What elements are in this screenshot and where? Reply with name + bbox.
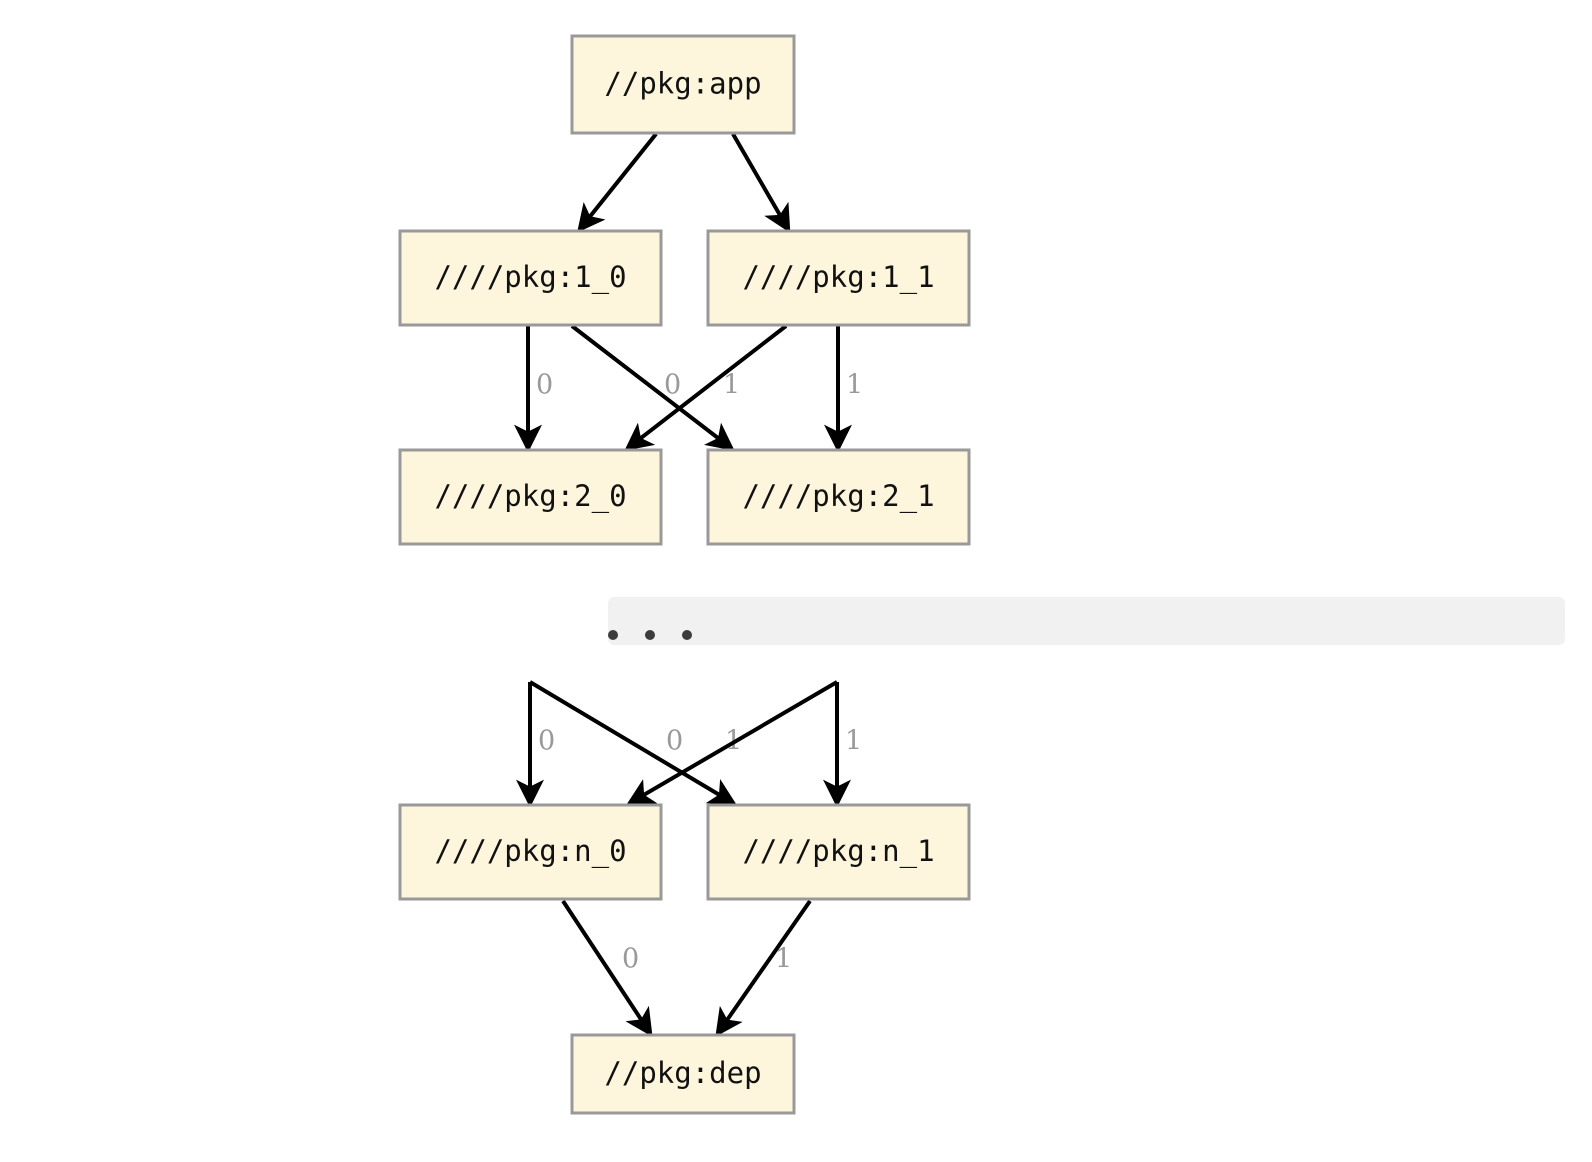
node-box[interactable] <box>398 229 663 327</box>
graph-edge <box>528 680 738 806</box>
edge-label: 0 <box>666 726 683 757</box>
node-box[interactable] <box>570 34 796 135</box>
node-label: ////pkg:2_0 <box>434 479 626 514</box>
node-box[interactable] <box>706 229 971 327</box>
graph-node-nn_1[interactable]: ////pkg:n_1 <box>706 803 971 901</box>
graph-edge <box>570 324 735 451</box>
node-label: ////pkg:n_1 <box>742 834 934 869</box>
edge-label: 0 <box>664 370 681 401</box>
node-box[interactable] <box>398 448 663 546</box>
graph-node-nn_0[interactable]: ////pkg:n_0 <box>398 803 663 901</box>
ellipsis-dot-1 <box>645 630 655 640</box>
ellipsis-dot-2 <box>682 630 692 640</box>
graph-node-n2_1[interactable]: ////pkg:2_1 <box>706 448 971 546</box>
node-label: ////pkg:1_1 <box>742 260 934 295</box>
graph-node-n2_0[interactable]: ////pkg:2_0 <box>398 448 663 546</box>
graph-edge <box>625 680 839 806</box>
nodes-layer: //pkg:app ////pkg:1_0 ////pkg:1_1 ////pkg:2… <box>398 34 971 1115</box>
node-box[interactable] <box>398 803 663 901</box>
node-label: ////pkg:n_0 <box>434 834 626 869</box>
ellipsis-dot-0 <box>608 630 618 640</box>
graph-node-n1_0[interactable]: ////pkg:1_0 <box>398 229 663 327</box>
truncated-levels-band <box>608 597 1565 645</box>
node-label: //pkg:dep <box>604 1056 761 1090</box>
graph-node-dep[interactable]: //pkg:dep <box>570 1033 796 1115</box>
edge-label: 1 <box>775 944 792 975</box>
graph-edge <box>561 899 653 1037</box>
graph-edge <box>731 132 791 234</box>
graph-edge <box>624 324 788 451</box>
graph-node-app[interactable]: //pkg:app <box>570 34 796 135</box>
edge-label: 0 <box>622 944 639 975</box>
node-label: //pkg:app <box>604 67 761 101</box>
edge-label: 1 <box>723 370 740 401</box>
edge-label: 1 <box>845 726 862 757</box>
edge-label: 0 <box>538 726 555 757</box>
graph-node-n1_1[interactable]: ////pkg:1_1 <box>706 229 971 327</box>
node-label: ////pkg:1_0 <box>434 260 626 295</box>
edge-label: 0 <box>536 370 553 401</box>
ellipsis-band-layer <box>608 597 1565 645</box>
node-box[interactable] <box>570 1033 796 1115</box>
edge-label: 1 <box>846 370 863 401</box>
graph-edge <box>577 132 658 233</box>
node-box[interactable] <box>706 803 971 901</box>
node-label: ////pkg:2_1 <box>742 479 934 514</box>
node-box[interactable] <box>706 448 971 546</box>
graph-edge <box>715 899 812 1037</box>
